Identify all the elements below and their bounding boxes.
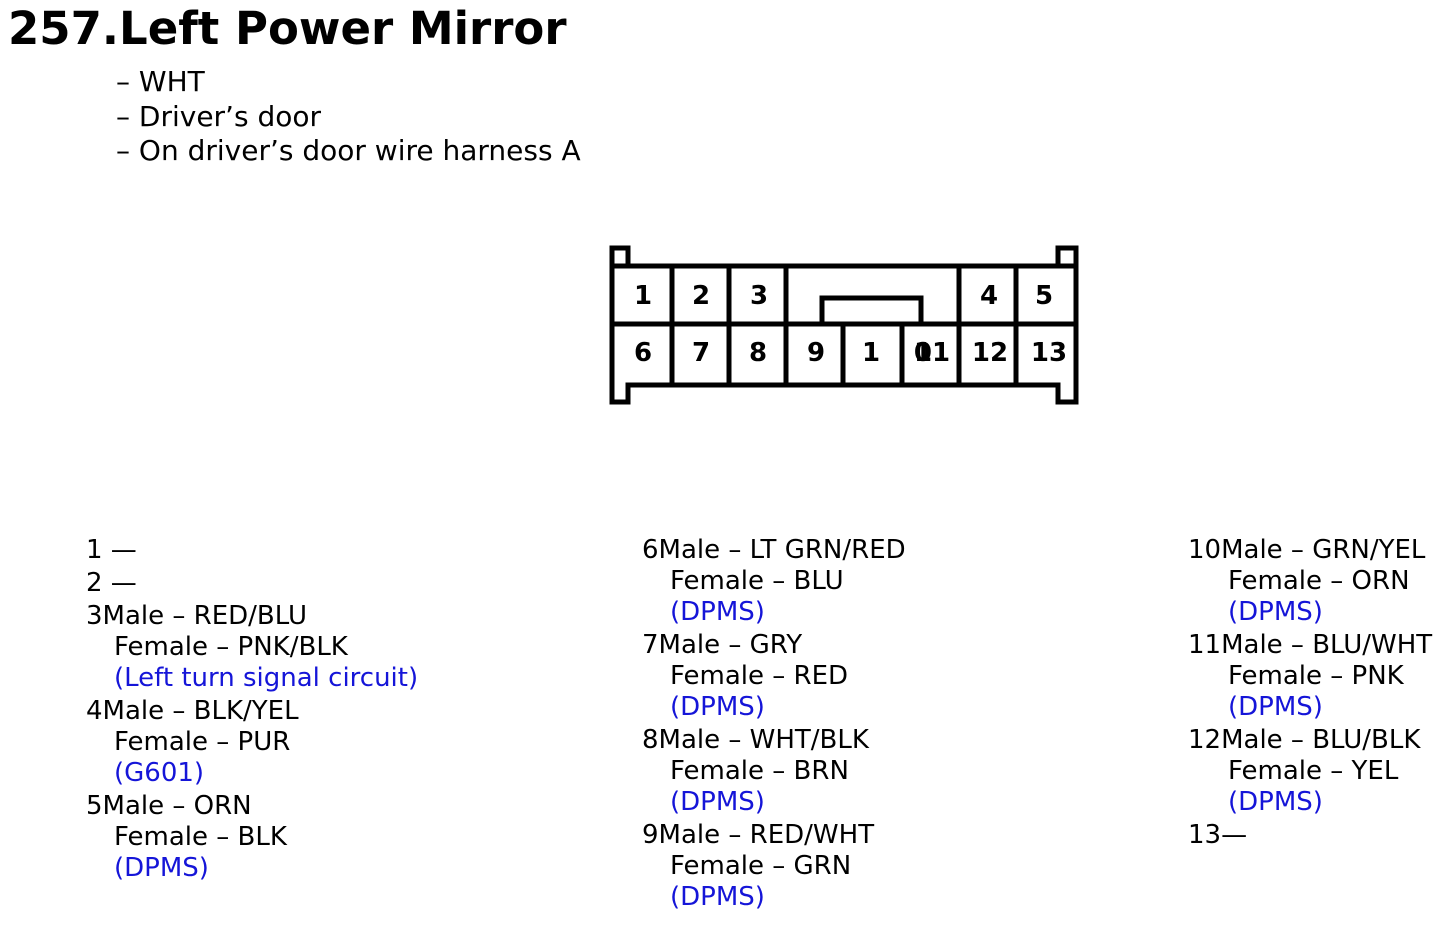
pin-note: (DPMS): [1228, 692, 1323, 722]
pin-female: Female – RED: [670, 661, 849, 691]
pin-main: 9Male – RED/WHT: [642, 820, 875, 850]
pin-female: Female – PNK: [1228, 661, 1404, 691]
pin-main: 1 —: [86, 535, 137, 565]
pin-label-11-overlap: 1: [914, 338, 932, 368]
pin-main: 3Male – RED/BLU: [86, 601, 307, 631]
pin-entry-10: 10Male – GRN/YEL Female – ORN (DPMS): [1188, 535, 1432, 628]
pin-label-5: 5: [1035, 281, 1053, 311]
pin-label-4: 4: [980, 281, 998, 311]
pin-note: (DPMS): [670, 882, 765, 912]
pin-main: 12Male – BLU/BLK: [1188, 725, 1421, 755]
pin-label-9: 9: [807, 338, 825, 368]
pin-main: 5Male – ORN: [86, 791, 252, 821]
pin-main: 4Male – BLK/YEL: [86, 696, 299, 726]
pin-note: (DPMS): [670, 692, 765, 722]
pin-label-11: 01: [914, 338, 950, 368]
pin-female: Female – PNK/BLK: [114, 632, 348, 662]
pin-entry-6: 6Male – LT GRN/RED Female – BLU (DPMS): [642, 535, 906, 628]
pin-label-1: 1: [634, 281, 652, 311]
pin-entry-5: 5Male – ORN Female – BLK (DPMS): [86, 791, 418, 884]
pin-main: 6Male – LT GRN/RED: [642, 535, 906, 565]
description-color: – WHT: [116, 65, 205, 98]
pin-main: 11Male – BLU/WHT: [1188, 630, 1433, 660]
pin-entry-4: 4Male – BLK/YEL Female – PUR (G601): [86, 696, 418, 789]
pin-note: (DPMS): [114, 853, 209, 883]
pin-label-12: 12: [972, 338, 1008, 368]
pin-entry-2: 2 —: [86, 568, 418, 599]
pin-female: Female – BRN: [670, 756, 849, 786]
pin-female: Female – ORN: [1228, 566, 1410, 596]
pin-label-7: 7: [692, 338, 710, 368]
pin-female: Female – YEL: [1228, 756, 1399, 786]
pin-female: Female – GRN: [670, 851, 852, 881]
pin-main: 7Male – GRY: [642, 630, 803, 660]
pin-note: (DPMS): [1228, 597, 1323, 627]
pin-label-3: 3: [750, 281, 768, 311]
pin-label-10: 1: [862, 338, 880, 368]
pin-label-13: 13: [1031, 338, 1067, 368]
pin-label-2: 2: [692, 281, 710, 311]
pin-list-column-3: 10Male – GRN/YEL Female – ORN (DPMS) 11M…: [1188, 535, 1432, 851]
pin-main: 10Male – GRN/YEL: [1188, 535, 1426, 565]
description-location: – Driver’s door: [116, 99, 321, 133]
pin-note: (DPMS): [1228, 787, 1323, 817]
pin-main: 2 —: [86, 568, 137, 598]
page-title: 257.Left Power Mirror: [8, 2, 567, 55]
pin-entry-7: 7Male – GRY Female – RED (DPMS): [642, 630, 906, 723]
pin-entry-11: 11Male – BLU/WHT Female – PNK (DPMS): [1188, 630, 1432, 723]
pin-main: 13—: [1188, 820, 1248, 850]
connector-key: [819, 295, 924, 327]
pin-note: (DPMS): [670, 787, 765, 817]
pin-entry-1: 1 —: [86, 535, 418, 566]
pin-female: Female – BLK: [114, 822, 287, 852]
pin-main: 8Male – WHT/BLK: [642, 725, 869, 755]
description-harness: – On driver’s door wire harness A: [116, 134, 581, 167]
pin-label-8: 8: [749, 338, 767, 368]
pin-entry-12: 12Male – BLU/BLK Female – YEL (DPMS): [1188, 725, 1432, 818]
pin-note: (Left turn signal circuit): [114, 663, 419, 693]
pin-list-column-2: 6Male – LT GRN/RED Female – BLU (DPMS) 7…: [642, 535, 906, 913]
pin-note: (DPMS): [670, 597, 765, 627]
pin-female: Female – PUR: [114, 727, 291, 757]
pin-entry-13: 13—: [1188, 820, 1432, 851]
pin-entry-8: 8Male – WHT/BLK Female – BRN (DPMS): [642, 725, 906, 818]
connector-description: – WHT – Driver’s door – On driver’s door…: [116, 65, 581, 169]
pin-list-column-1: 1 — 2 — 3Male – RED/BLU Female – PNK/BLK…: [86, 535, 418, 884]
pin-label-6: 6: [634, 338, 652, 368]
pin-entry-9: 9Male – RED/WHT Female – GRN (DPMS): [642, 820, 906, 913]
top-right-cavity-block: [956, 263, 1079, 327]
pin-female: Female – BLU: [670, 566, 844, 596]
pin-note: (G601): [114, 758, 205, 788]
pin-entry-3: 3Male – RED/BLU Female – PNK/BLK (Left t…: [86, 601, 418, 694]
